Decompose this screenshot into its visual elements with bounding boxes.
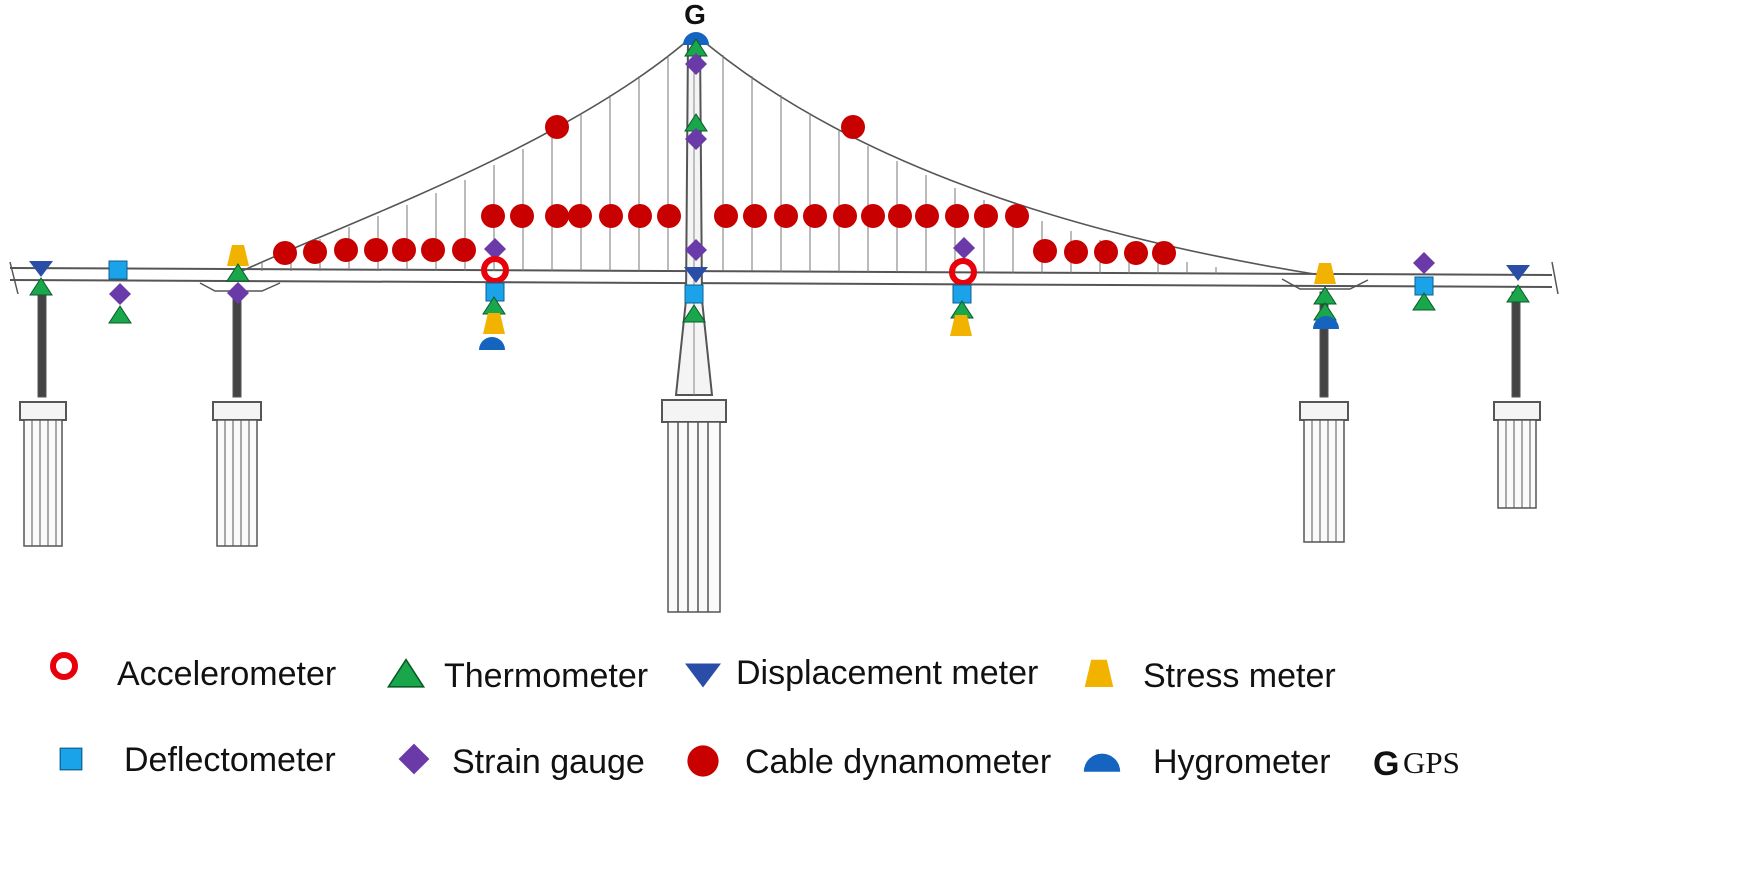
- legend-label-deflectometer: Deflectometer: [124, 741, 336, 779]
- pier-right-end: [1493, 291, 1541, 509]
- stress-meter-marker-right-pier: [1314, 263, 1336, 284]
- cable-dynamometer-row-left-low: [273, 238, 476, 265]
- deflectometer-marker-pylon: [684, 284, 704, 304]
- legend-item-accelerometer: Accelerometer: [53, 655, 336, 693]
- stress-meter-marker-left-pier: [227, 245, 249, 266]
- gps-icon: G: [1373, 745, 1399, 783]
- thermometer-icon: [387, 658, 425, 688]
- cable-dynamometer-marker: [545, 115, 569, 139]
- pier-left: [212, 291, 262, 547]
- main-cable: [239, 32, 1321, 276]
- deck-end-left: [9, 261, 19, 295]
- hygrometer-marker-left-mid: [479, 337, 505, 350]
- legend-item-hygrometer: Hygrometer: [1083, 743, 1331, 781]
- strain-gauge-icon: [398, 743, 430, 775]
- cable-dynamometer-row-right-high: [714, 204, 1029, 228]
- strain-gauge-marker-right-mid: [953, 237, 975, 259]
- cable-dynamometer-marker: [841, 115, 865, 139]
- strain-gauge-marker-left-pier: [227, 282, 249, 304]
- strain-gauge-marker-left-approach: [109, 283, 131, 305]
- displacement-marker-right-end: [1506, 265, 1530, 281]
- thermometer-marker-left-pier: [226, 263, 250, 282]
- legend-label-cable: Cable dynamometer: [745, 743, 1051, 781]
- legend-item-gps: G GPS: [1373, 745, 1460, 783]
- legend-label-strain: Strain gauge: [452, 743, 645, 781]
- legend-label-accelerometer: Accelerometer: [117, 655, 336, 693]
- legend: Accelerometer Thermometer Displacement m…: [53, 654, 1460, 783]
- legend-item-displacement: Displacement meter: [685, 654, 1038, 692]
- legend-label-thermometer: Thermometer: [444, 657, 648, 695]
- deck-end-right: [1551, 261, 1559, 295]
- stress-meter-marker-left-mid: [483, 313, 505, 334]
- cable-dynamometer-icon: [687, 745, 719, 777]
- thermometer-marker-right-approach: [1412, 292, 1436, 311]
- displacement-meter-icon: [685, 663, 721, 688]
- legend-item-deflectometer: Deflectometer: [59, 741, 336, 779]
- pier-left-end: [19, 291, 67, 547]
- legend-item-strain: Strain gauge: [398, 743, 645, 781]
- strain-gauge-marker-right-approach: [1413, 252, 1435, 274]
- accelerometer-icon: [53, 655, 75, 677]
- deflectometer-icon: [59, 747, 83, 771]
- stress-meter-icon: [1084, 659, 1114, 687]
- legend-label-displacement: Displacement meter: [736, 654, 1038, 692]
- central-piles: [667, 421, 721, 613]
- central-pile-cap: [661, 399, 727, 423]
- hygrometer-icon: [1083, 753, 1121, 772]
- legend-label-hygrometer: Hygrometer: [1153, 743, 1331, 781]
- cable-dynamometer-row-left-high: [481, 204, 681, 228]
- legend-label-gps: GPS: [1403, 745, 1460, 780]
- gps-marker-pylon-top: G: [684, 0, 706, 30]
- thermometer-marker-left-approach: [108, 305, 132, 324]
- deflectometer-marker-left-approach: [108, 260, 128, 280]
- legend-item-stress: Stress meter: [1084, 657, 1336, 695]
- legend-label-stress: Stress meter: [1143, 657, 1336, 695]
- bridge-structure: [9, 32, 1559, 613]
- pier-right: [1299, 291, 1349, 543]
- legend-item-cable: Cable dynamometer: [687, 743, 1051, 781]
- legend-item-thermometer: Thermometer: [387, 657, 648, 695]
